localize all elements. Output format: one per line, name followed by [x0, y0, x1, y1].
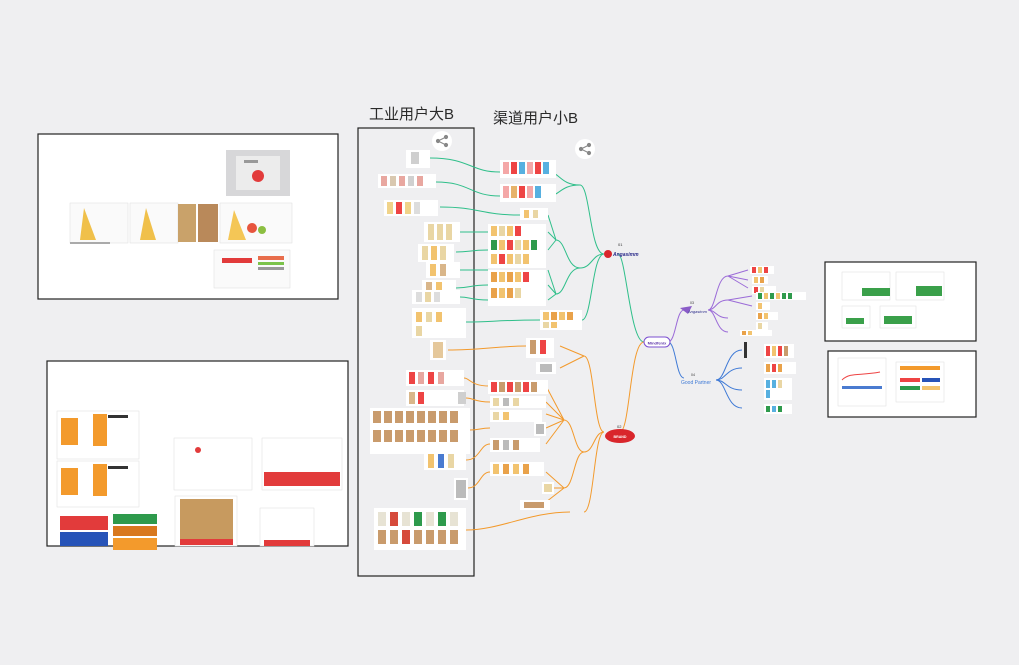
upper-brand-tag: 01 [618, 242, 623, 247]
frame-design-sheet-2[interactable] [46, 360, 349, 550]
root-node-label: Mindfenix [648, 341, 667, 346]
green-branch-lines [429, 157, 645, 343]
right-upper-brand-node[interactable]: 03 Angasimm [680, 301, 708, 314]
upper-brand-name: Angasimm [612, 252, 639, 258]
right-lower-brand-node[interactable]: 04 Good Partner [681, 373, 711, 386]
lower-brand-name: BRAND [614, 435, 627, 439]
right-lower-products[interactable] [744, 342, 796, 414]
frame-right-upper[interactable] [824, 261, 977, 342]
right-upper-products[interactable] [740, 266, 806, 336]
packaging-dieline-row [69, 202, 293, 244]
upper-brand-node[interactable]: 01 Angasimm [604, 242, 639, 258]
lower-brand-node[interactable]: 02 BRAND [605, 424, 635, 443]
channel-products-lower[interactable] [488, 338, 556, 510]
right-upper-brand-tag: 03 [690, 301, 694, 305]
industrial-group-title: 工业用户大B [369, 106, 454, 123]
right-lower-brand-name: Good Partner [681, 380, 711, 386]
channel-products-upper[interactable] [488, 160, 582, 330]
orange-branch-lines [447, 341, 645, 531]
purple-branch-lines [667, 269, 753, 343]
blue-branch-lines [667, 341, 743, 409]
root-node[interactable]: Mindfenix [643, 336, 671, 348]
share-icon [578, 142, 592, 156]
lower-brand-tag: 02 [617, 424, 622, 429]
frame-right-lower[interactable] [827, 350, 977, 418]
share-icon [435, 134, 449, 148]
frame-design-sheet-1[interactable] [37, 133, 339, 300]
share-button-industrial[interactable] [432, 131, 452, 151]
frame-industrial-users[interactable] [357, 127, 475, 577]
right-lower-brand-tag: 04 [691, 373, 695, 377]
share-button-channel[interactable] [575, 139, 595, 159]
channel-group-title: 渠道用户小B [493, 110, 578, 127]
right-upper-brand-name: Angasimm [687, 309, 708, 314]
